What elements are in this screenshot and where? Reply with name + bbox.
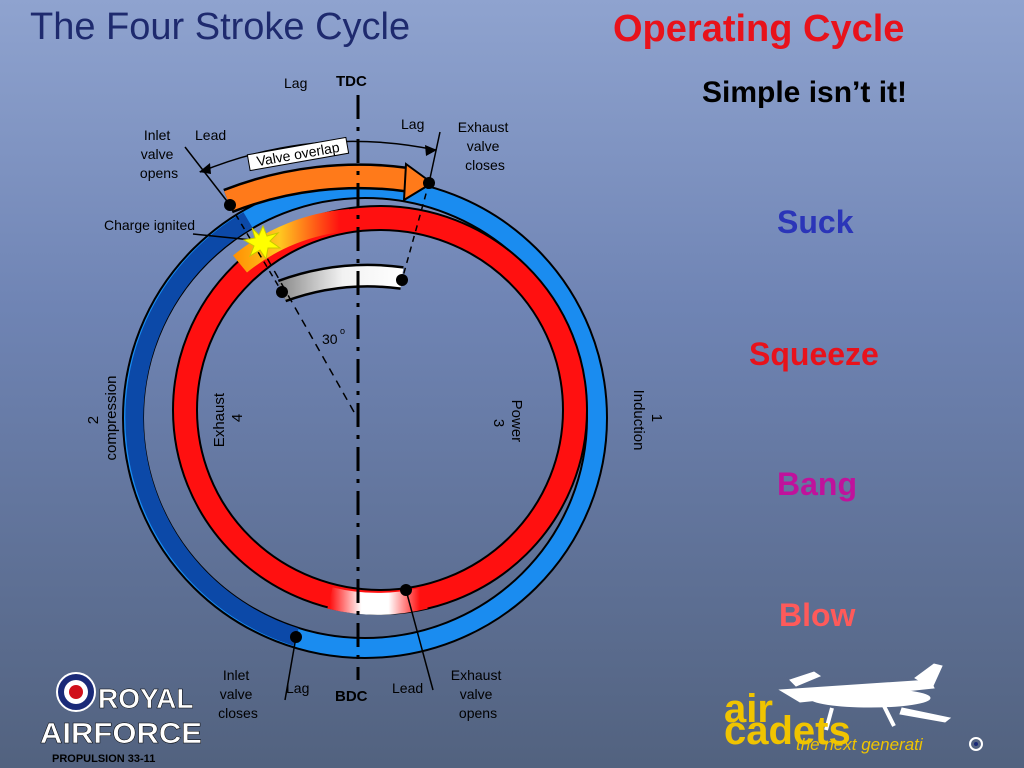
operating-cycle-heading: Operating Cycle <box>613 8 905 50</box>
inlet-open-dashed-line <box>229 204 283 293</box>
inlet-closes-label: Inlet valve closes <box>218 667 258 721</box>
footer-propulsion: PROPULSION 33-11 <box>52 753 156 765</box>
lead-inlet-open-label: Lead <box>195 127 226 143</box>
valve-overlap-dim-arrow-right <box>425 145 437 156</box>
exhaust-opens-dot <box>400 584 412 596</box>
stroke-bang: Bang <box>777 466 857 502</box>
inlet-opens-dot <box>224 199 236 211</box>
logo-tagline-o-dot <box>974 742 978 746</box>
tdc-label: TDC <box>336 73 367 90</box>
raf-line2: AIRFORCE <box>40 718 202 750</box>
bdc-white-segment <box>327 587 428 615</box>
exhaust-arc-end-dot <box>396 274 408 286</box>
raf-line1: ROYAL <box>98 683 193 714</box>
inlet-closes-dot <box>290 631 302 643</box>
inlet-close-lag-line <box>284 636 297 701</box>
charge-ignited-pointer <box>192 233 253 241</box>
stroke-squeeze: Squeeze <box>749 336 879 372</box>
exhaust-open-lead-line <box>405 589 434 691</box>
induction-stroke-label: 1 Induction <box>630 390 665 451</box>
plane-icon <box>778 663 952 731</box>
valve-overlap-arrowhead <box>402 162 434 202</box>
exhaust-arc-start-dot <box>276 286 288 298</box>
charge-ignited-label: Charge ignited <box>104 217 195 233</box>
valve-overlap-band <box>224 165 412 211</box>
logo-air: air <box>724 687 773 731</box>
lag-top-label: Lag <box>284 75 307 91</box>
inlet-opens-label: Inlet valve opens <box>140 127 178 181</box>
compression-label: 2 compression <box>85 375 120 460</box>
power-stroke-label: Power 3 <box>490 400 525 447</box>
compression-ring-segment <box>125 212 299 646</box>
valve-overlap-label-box <box>246 136 350 172</box>
valve-overlap-dim-arrow-left <box>199 163 211 174</box>
ignition-radius-line <box>257 241 355 413</box>
exhaust-closes-dot <box>423 177 435 189</box>
lag-bottom-label: Lag <box>286 680 309 696</box>
exhaust-close-dashed-line <box>401 182 430 281</box>
lead-bottom-label: Lead <box>392 680 423 696</box>
exhaust-opens-label: Exhaust valve opens <box>451 667 505 721</box>
raf-logo: ROYAL AIRFORCE <box>40 672 202 750</box>
tagline: Simple isn’t it! <box>702 76 908 109</box>
angle-label: 30 <box>322 331 338 347</box>
stroke-blow: Blow <box>779 597 856 633</box>
exhaust-stroke-label: Exhaust 4 <box>211 389 246 447</box>
exhaust-closes-label: Exhaust valve closes <box>458 119 512 173</box>
air-cadets-logo: air cadets the next generati <box>724 663 983 754</box>
stroke-suck: Suck <box>777 204 854 240</box>
exhaust-close-lag-line <box>428 131 441 184</box>
lag-exhaust-close-label: Lag <box>401 116 424 132</box>
inlet-open-lead-line <box>184 146 231 206</box>
raf-roundel-centre <box>69 685 83 699</box>
slide-title: The Four Stroke Cycle <box>30 6 411 48</box>
logo-tagline-o-icon <box>969 737 983 751</box>
ignition-spark-icon <box>242 224 282 261</box>
logo-tagline: the next generati <box>796 735 924 754</box>
exhaust-arc <box>278 266 404 300</box>
angle-degree-label: o <box>340 326 345 336</box>
logo-cadets: cadets <box>724 709 851 753</box>
bdc-label: BDC <box>335 688 368 705</box>
